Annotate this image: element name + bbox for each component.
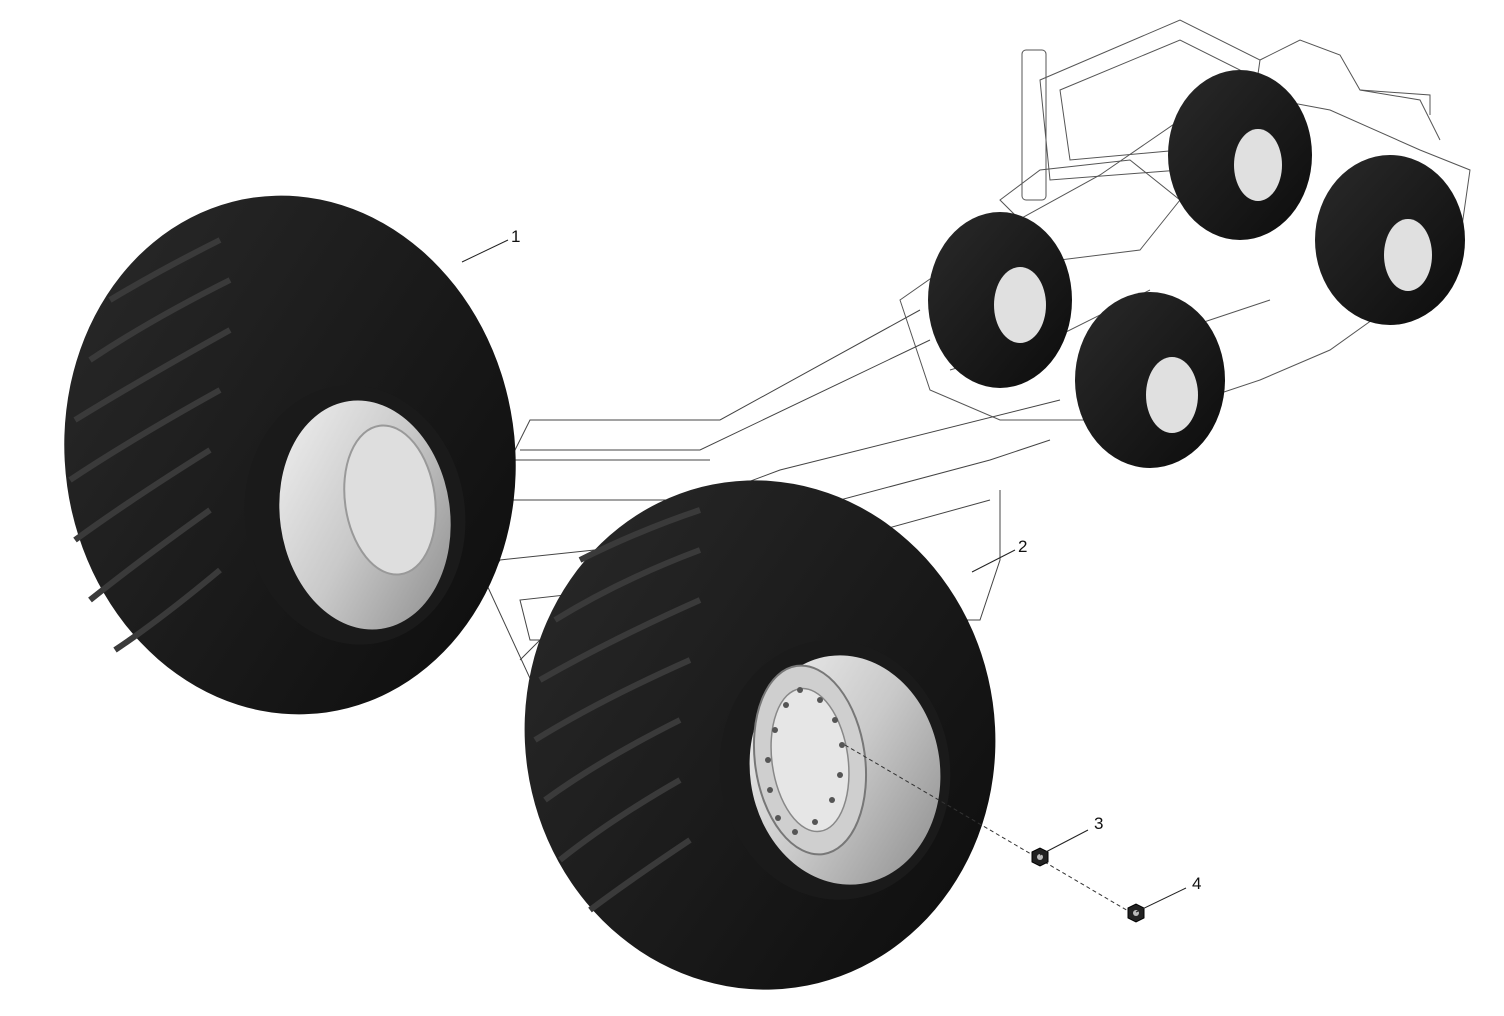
callout-leaders	[461, 239, 1187, 913]
tractor-tire-front-left	[928, 212, 1072, 388]
tractor-tire-rear-left	[1168, 70, 1312, 240]
callout-4-label: 4	[1192, 874, 1201, 893]
assembly-dashed-line	[844, 744, 1136, 916]
wheel-nut-part	[1031, 847, 1049, 867]
callout-3-label: 3	[1094, 814, 1103, 833]
wheel-nut-cap-part	[1127, 903, 1145, 923]
tractor-tire-front-right	[1075, 292, 1225, 468]
callout-1-label: 1	[511, 227, 520, 246]
wheel-assembly-1	[64, 195, 516, 715]
wheel-assembly-2	[524, 480, 996, 990]
tractor-tire-rear-right	[1315, 155, 1465, 325]
hub-bolt-holes	[765, 687, 845, 835]
callout-2-label: 2	[1018, 537, 1027, 556]
